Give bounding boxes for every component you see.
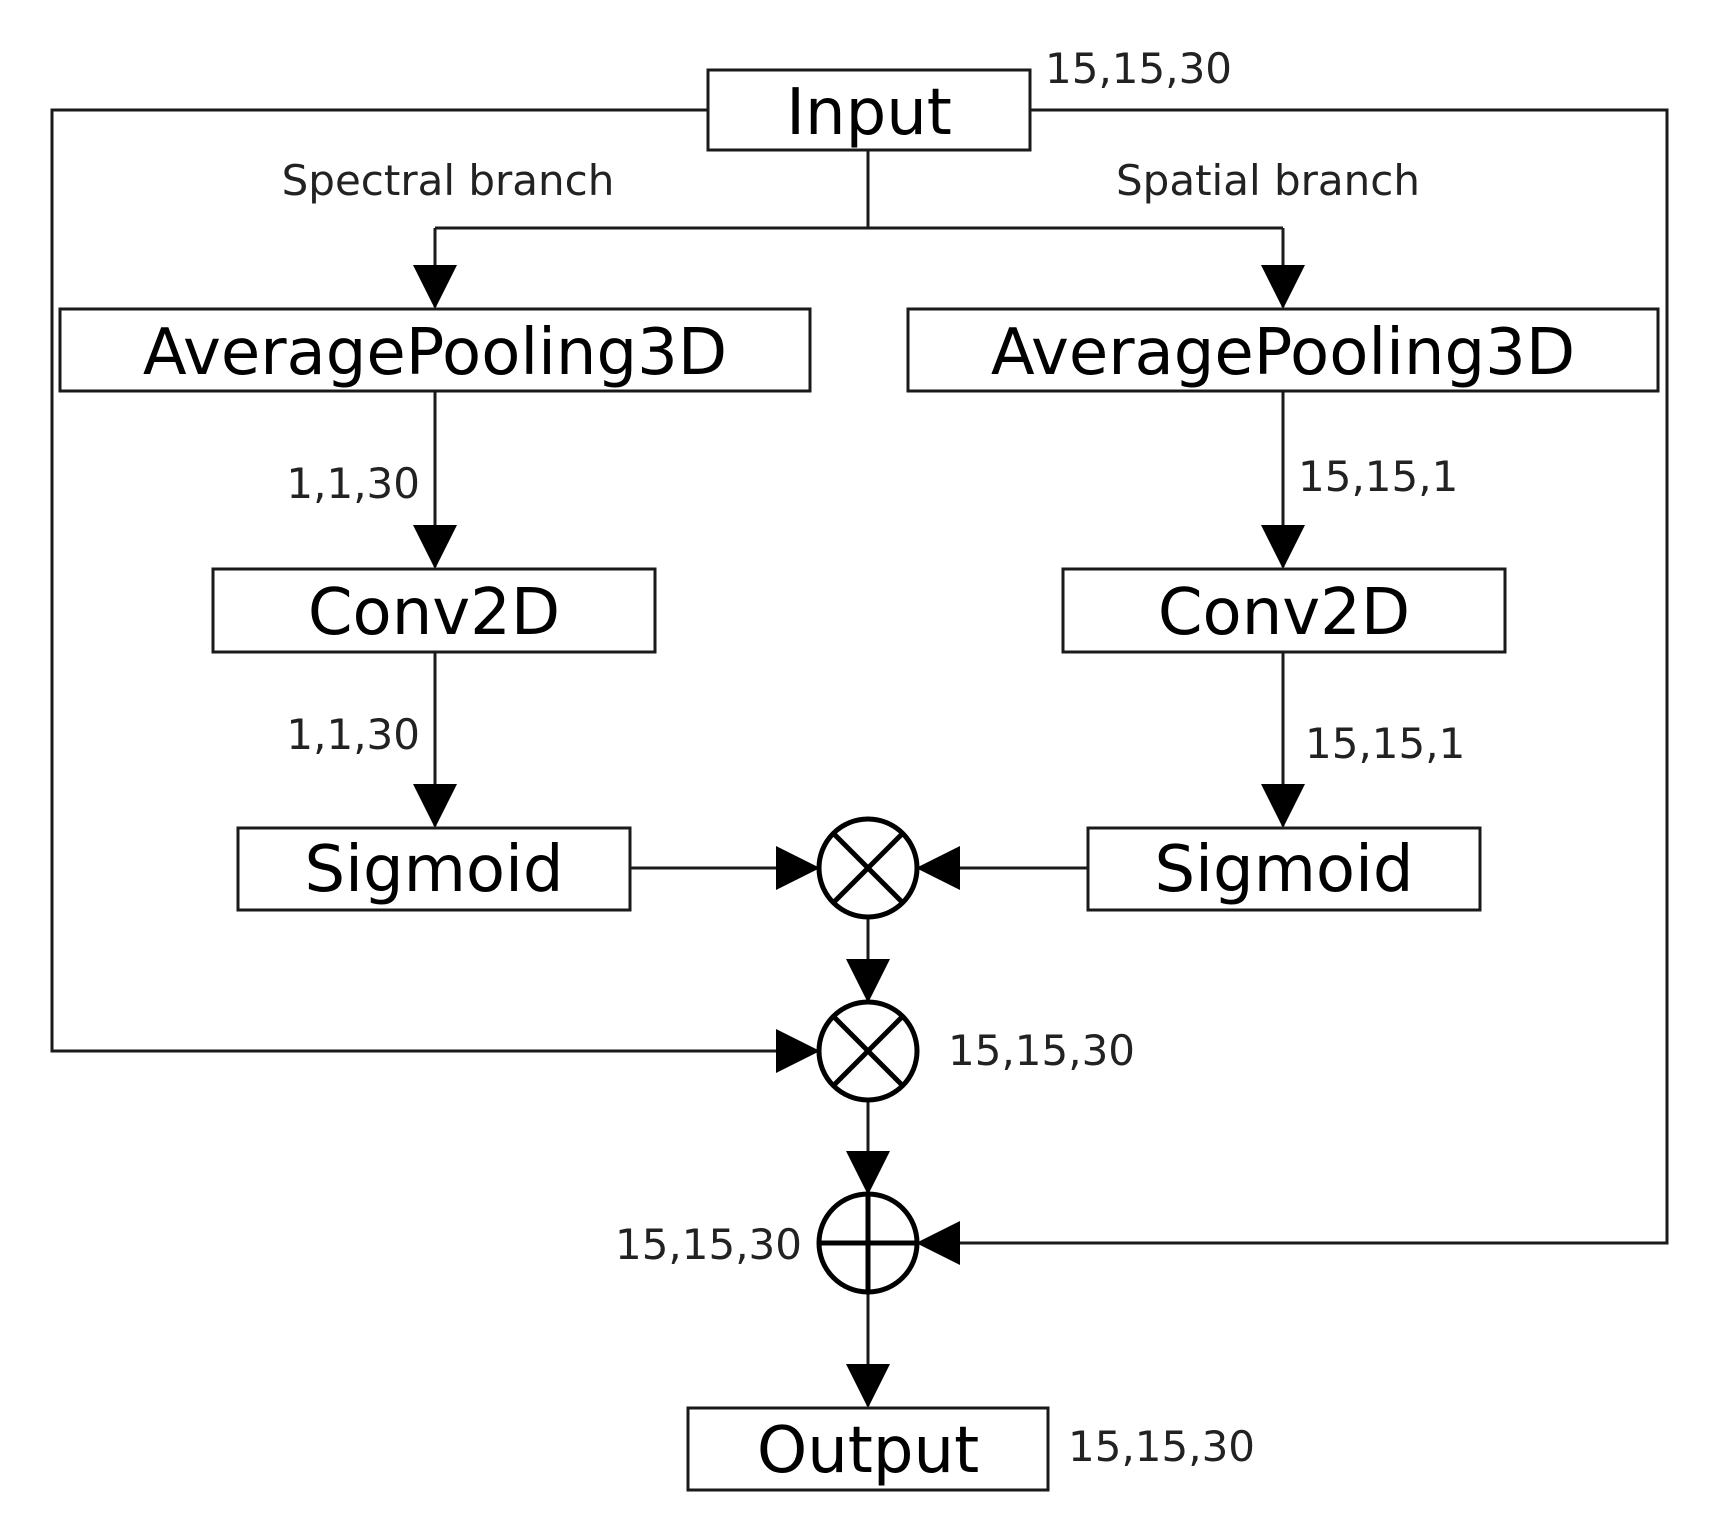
spectral-conv-box <box>211 567 657 654</box>
spatial-pooling-label: AveragePooling3D <box>991 316 1575 390</box>
multiply-out-label: 15,15,30 <box>948 1026 1135 1075</box>
spatial-pool-out-label: 15,15,1 <box>1298 452 1458 501</box>
connectors <box>50 108 1669 1408</box>
spectral-sigmoid-node: Sigmoid <box>236 826 632 912</box>
spatial-sigmoid-box <box>1086 826 1482 912</box>
spectral-sigmoid-label: Sigmoid <box>305 833 564 907</box>
add-icon <box>816 1191 920 1295</box>
output-box <box>686 1406 1050 1492</box>
add-out-label: 15,15,30 <box>615 1220 802 1269</box>
spatial-branch-label: Spatial branch <box>1116 156 1420 205</box>
multiply-icon <box>816 999 920 1103</box>
spatial-sigmoid-node: Sigmoid <box>1086 826 1482 912</box>
input-box <box>706 68 1032 152</box>
spectral-pool-out-label: 1,1,30 <box>286 459 420 508</box>
right-skip-connection <box>916 108 1669 1265</box>
spectral-pooling-node: AveragePooling3D <box>58 307 812 393</box>
spatial-conv-box <box>1061 567 1507 654</box>
output-node: Output <box>686 1406 1050 1492</box>
spectral-conv-out-label: 1,1,30 <box>286 710 420 759</box>
spatial-sigmoid-label: Sigmoid <box>1155 833 1414 907</box>
spectral-sigmoid-box <box>236 826 632 912</box>
multiply-icon <box>816 816 920 920</box>
spectral-conv-label: Conv2D <box>308 576 560 650</box>
spectral-branch-label: Spectral branch <box>282 156 615 205</box>
spatial-pooling-node: AveragePooling3D <box>906 307 1660 393</box>
output-label: Output <box>757 1414 979 1488</box>
spatial-pooling-box <box>906 307 1660 393</box>
spatial-conv-node: Conv2D <box>1061 567 1507 654</box>
input-node: Input <box>706 68 1032 152</box>
spatial-conv-label: Conv2D <box>1158 576 1410 650</box>
spectral-conv-node: Conv2D <box>211 567 657 654</box>
spatial-conv-out-label: 15,15,1 <box>1305 719 1465 768</box>
input-shape-label: 15,15,30 <box>1045 44 1232 93</box>
left-skip-connection <box>50 108 820 1073</box>
output-shape-label: 15,15,30 <box>1068 1422 1255 1471</box>
spectral-pooling-label: AveragePooling3D <box>143 316 727 390</box>
input-label: Input <box>786 76 952 150</box>
spectral-pooling-box <box>58 307 812 393</box>
